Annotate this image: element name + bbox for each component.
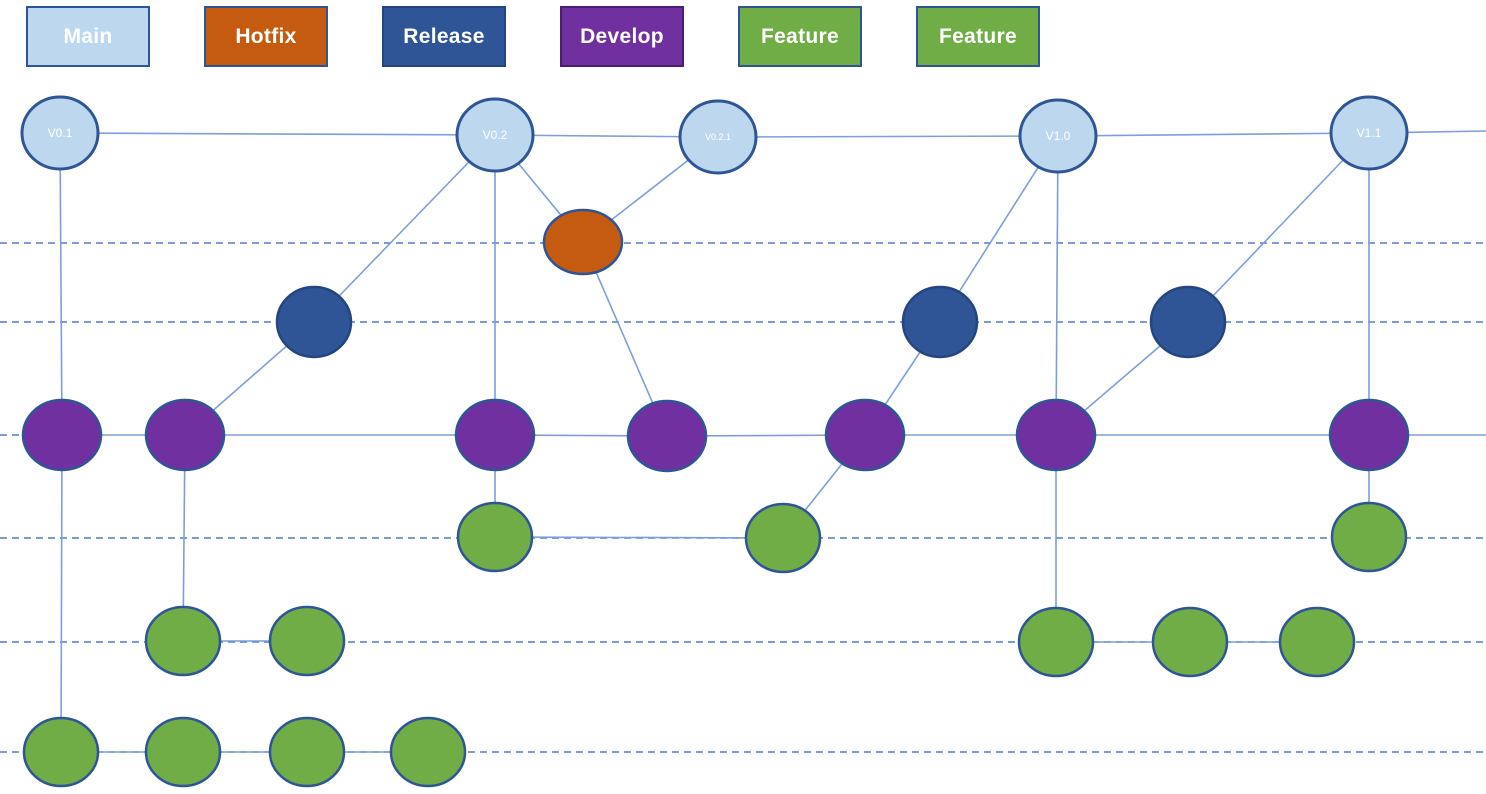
edge-F1-F2 <box>494 536 784 539</box>
main-commit-node-m2 <box>455 97 535 173</box>
feature-commit-node-f10 <box>144 716 222 788</box>
main-commit-node-m4 <box>1018 98 1098 174</box>
feature-commit-node-f6 <box>1017 606 1095 678</box>
release-commit-node-r3 <box>1149 285 1227 359</box>
legend-label: Release <box>403 24 485 48</box>
feature-commit-node-f9 <box>22 716 100 788</box>
edge-M1-M2 <box>59 132 496 136</box>
legend-label: Main <box>63 24 113 48</box>
feature-commit-node-f3 <box>1330 501 1408 573</box>
feature-commit-node-f4 <box>144 605 222 677</box>
develop-commit-node-d5 <box>824 398 906 472</box>
legend-label: Hotfix <box>235 24 297 48</box>
main-commit-node-m5 <box>1329 95 1409 171</box>
feature-commit-node-f8 <box>1278 606 1356 678</box>
feature-commit-node-f5 <box>268 605 346 677</box>
legend-box-release-2: Release <box>382 6 506 67</box>
main-commit-node-m3 <box>678 99 758 175</box>
develop-commit-node-d2 <box>144 398 226 472</box>
legend-box-develop-3: Develop <box>560 6 684 67</box>
legend-box-feature-5: Feature <box>916 6 1040 67</box>
feature-commit-node-f2 <box>744 502 822 574</box>
legend-label: Develop <box>580 24 664 48</box>
edge-M3-M4 <box>717 135 1059 138</box>
legend-label: Feature <box>939 24 1017 48</box>
develop-commit-node-d1 <box>21 398 103 472</box>
main-commit-node-m1 <box>20 95 100 171</box>
develop-commit-node-d3 <box>454 398 536 472</box>
edge-R1-M2 <box>313 134 496 323</box>
edge-M4-D6 <box>1055 135 1059 436</box>
develop-commit-node-d4 <box>626 399 708 473</box>
edge-R3-M5 <box>1187 132 1370 323</box>
feature-commit-node-f12 <box>389 716 467 788</box>
legend-box-hotfix-1: Hotfix <box>204 6 328 67</box>
develop-commit-node-d7 <box>1328 398 1410 472</box>
edge-D1-F9 <box>60 434 63 753</box>
legend-box-feature-4: Feature <box>738 6 862 67</box>
feature-commit-node-f7 <box>1151 606 1229 678</box>
edge-M4-M5 <box>1057 132 1370 137</box>
release-commit-node-r1 <box>275 285 353 359</box>
develop-commit-node-d6 <box>1015 398 1097 472</box>
edge-M1-D1 <box>59 132 63 436</box>
hotfix-commit-node-h1 <box>542 208 624 276</box>
feature-commit-node-f11 <box>268 716 346 788</box>
feature-commit-node-f1 <box>456 501 534 573</box>
legend-box-main-0: Main <box>26 6 150 67</box>
legend: Main Hotfix Release Develop Feature Feature <box>0 0 1486 74</box>
release-commit-node-r2 <box>901 285 979 359</box>
legend-label: Feature <box>761 24 839 48</box>
